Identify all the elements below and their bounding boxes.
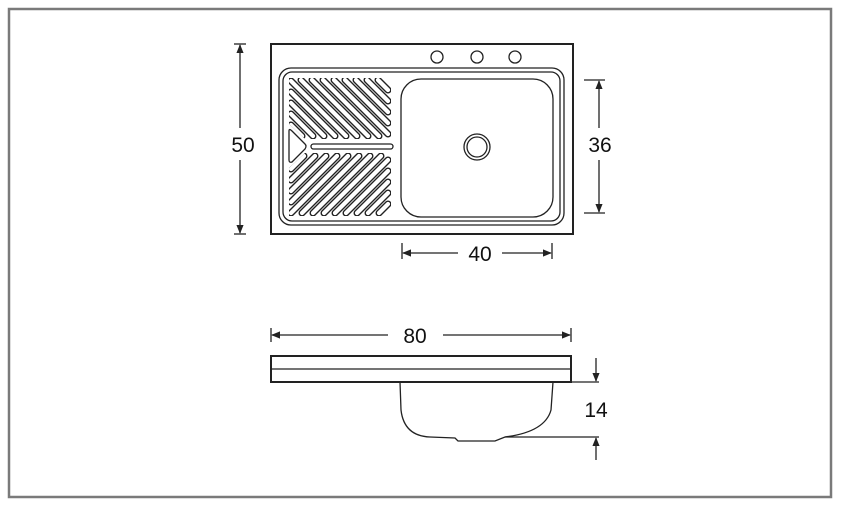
dimension-bowl-width-40: 40 [401, 243, 553, 266]
groove-stroke [309, 78, 371, 139]
groove [363, 78, 391, 105]
groove-stroke [375, 78, 391, 93]
label-50: 50 [231, 134, 254, 157]
groove-stroke [343, 168, 391, 216]
groove [289, 153, 352, 216]
label-14: 14 [584, 399, 608, 422]
groove [341, 78, 391, 127]
groove-stroke [289, 153, 340, 205]
groove-stroke [299, 153, 362, 216]
groove [342, 167, 391, 216]
groove [289, 99, 328, 139]
groove [289, 153, 297, 162]
tap-hole [508, 50, 522, 64]
groove [289, 78, 350, 139]
drain-outer [463, 133, 491, 161]
groove-stroke [376, 201, 391, 216]
groove-stroke [331, 78, 391, 137]
groove [289, 121, 306, 139]
groove [297, 78, 361, 139]
groove-stroke [320, 78, 382, 139]
groove [353, 178, 391, 216]
groove-stroke [289, 153, 329, 194]
drain-inner [466, 136, 488, 158]
groove [298, 153, 363, 216]
groove [289, 153, 330, 195]
groove-stroke [289, 122, 305, 139]
label-36: 36 [588, 134, 611, 157]
groove-stroke [321, 153, 384, 216]
groove [320, 153, 385, 216]
label-80: 80 [403, 325, 426, 348]
groove [309, 153, 374, 216]
label-40: 40 [468, 243, 491, 266]
groove-stroke [364, 78, 391, 104]
groove-stroke [289, 111, 316, 139]
tap-hole [430, 50, 444, 64]
groove [330, 78, 391, 138]
groove-stroke [332, 157, 391, 216]
groove-stroke [353, 78, 391, 115]
dimension-depth-14: 14 [505, 358, 608, 460]
groove [331, 156, 391, 216]
groove-stroke [342, 78, 391, 126]
sink-side-view [270, 355, 572, 442]
groove [289, 153, 319, 184]
groove-stroke [289, 78, 349, 139]
dimension-height-50: 50 [231, 43, 255, 235]
groove-stroke [289, 89, 338, 139]
groove-stroke [354, 179, 391, 216]
groove [289, 153, 308, 173]
groove [364, 189, 391, 216]
groove-stroke [289, 153, 296, 161]
groove-stroke [289, 100, 327, 139]
groove-stroke [310, 153, 373, 216]
groove [374, 78, 391, 94]
diagram-frame [7, 7, 833, 499]
groove-stroke [289, 153, 351, 216]
bowl [400, 78, 554, 218]
tap-hole [470, 50, 484, 64]
dimension-width-80: 80 [270, 325, 572, 348]
rim-inner [282, 71, 561, 222]
sink-outline [270, 43, 574, 235]
groove-stroke [365, 190, 391, 216]
rim-outer [278, 67, 565, 226]
groove-stroke [289, 153, 297, 162]
dimension-bowl-height-36: 36 [584, 79, 612, 214]
groove [308, 78, 372, 139]
groove [289, 88, 339, 139]
groove [289, 110, 317, 139]
groove-stroke [289, 153, 318, 183]
groove [352, 78, 391, 116]
sink-top-view [270, 43, 574, 235]
groove-stroke [298, 78, 360, 139]
groove-stroke [289, 153, 307, 172]
groove [375, 200, 391, 216]
groove [289, 153, 341, 206]
drainboard-grooves [289, 78, 391, 216]
bowl-profile [399, 381, 554, 442]
drainboard-channel [310, 143, 394, 150]
drainboard-outlet [288, 128, 307, 163]
groove [319, 78, 383, 139]
